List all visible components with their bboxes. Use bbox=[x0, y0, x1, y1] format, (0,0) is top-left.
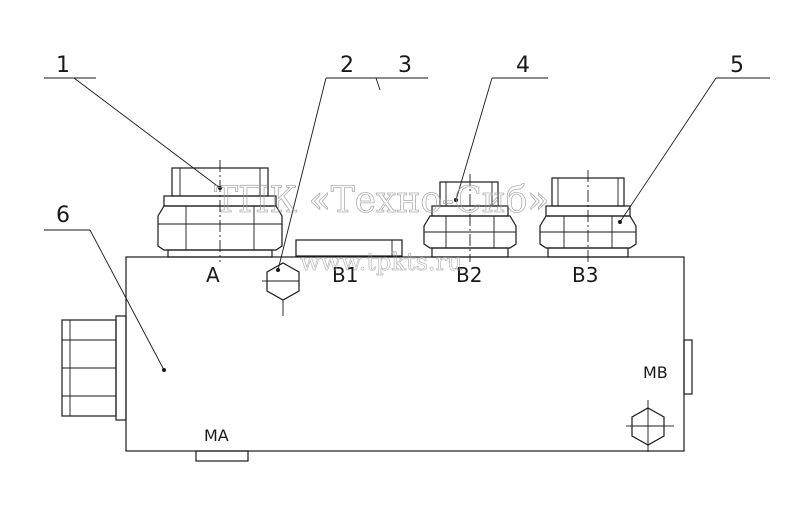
port-label-ma: MA bbox=[204, 426, 229, 445]
port-label-b1: B1 bbox=[332, 263, 358, 287]
fitting-a bbox=[157, 160, 283, 262]
port-label-a: A bbox=[206, 263, 220, 287]
callout-2: 2 bbox=[340, 53, 354, 78]
port-label-mb: MB bbox=[643, 363, 668, 382]
callout-6: 6 bbox=[56, 203, 70, 228]
port-label-b2: B2 bbox=[456, 263, 482, 287]
side-plug-left bbox=[61, 315, 127, 421]
leader-lines bbox=[44, 77, 770, 371]
callout-3: 3 bbox=[398, 53, 412, 78]
callout-5: 5 bbox=[730, 53, 744, 78]
watermark-company: ТПК «Техно-Сиб» bbox=[214, 180, 549, 221]
side-tab-right bbox=[683, 339, 693, 395]
leader-dots bbox=[162, 186, 622, 372]
pin bbox=[295, 239, 403, 257]
bottom-tab bbox=[195, 450, 249, 462]
plug-mb bbox=[626, 400, 674, 452]
plug-b1 bbox=[262, 262, 300, 316]
callout-1: 1 bbox=[56, 53, 70, 78]
callout-4: 4 bbox=[516, 53, 530, 78]
fitting-b2 bbox=[423, 174, 517, 262]
port-label-b3: B3 bbox=[572, 263, 598, 287]
watermark-website: www.tpkts.ru bbox=[300, 248, 462, 276]
fitting-b3 bbox=[539, 170, 637, 262]
